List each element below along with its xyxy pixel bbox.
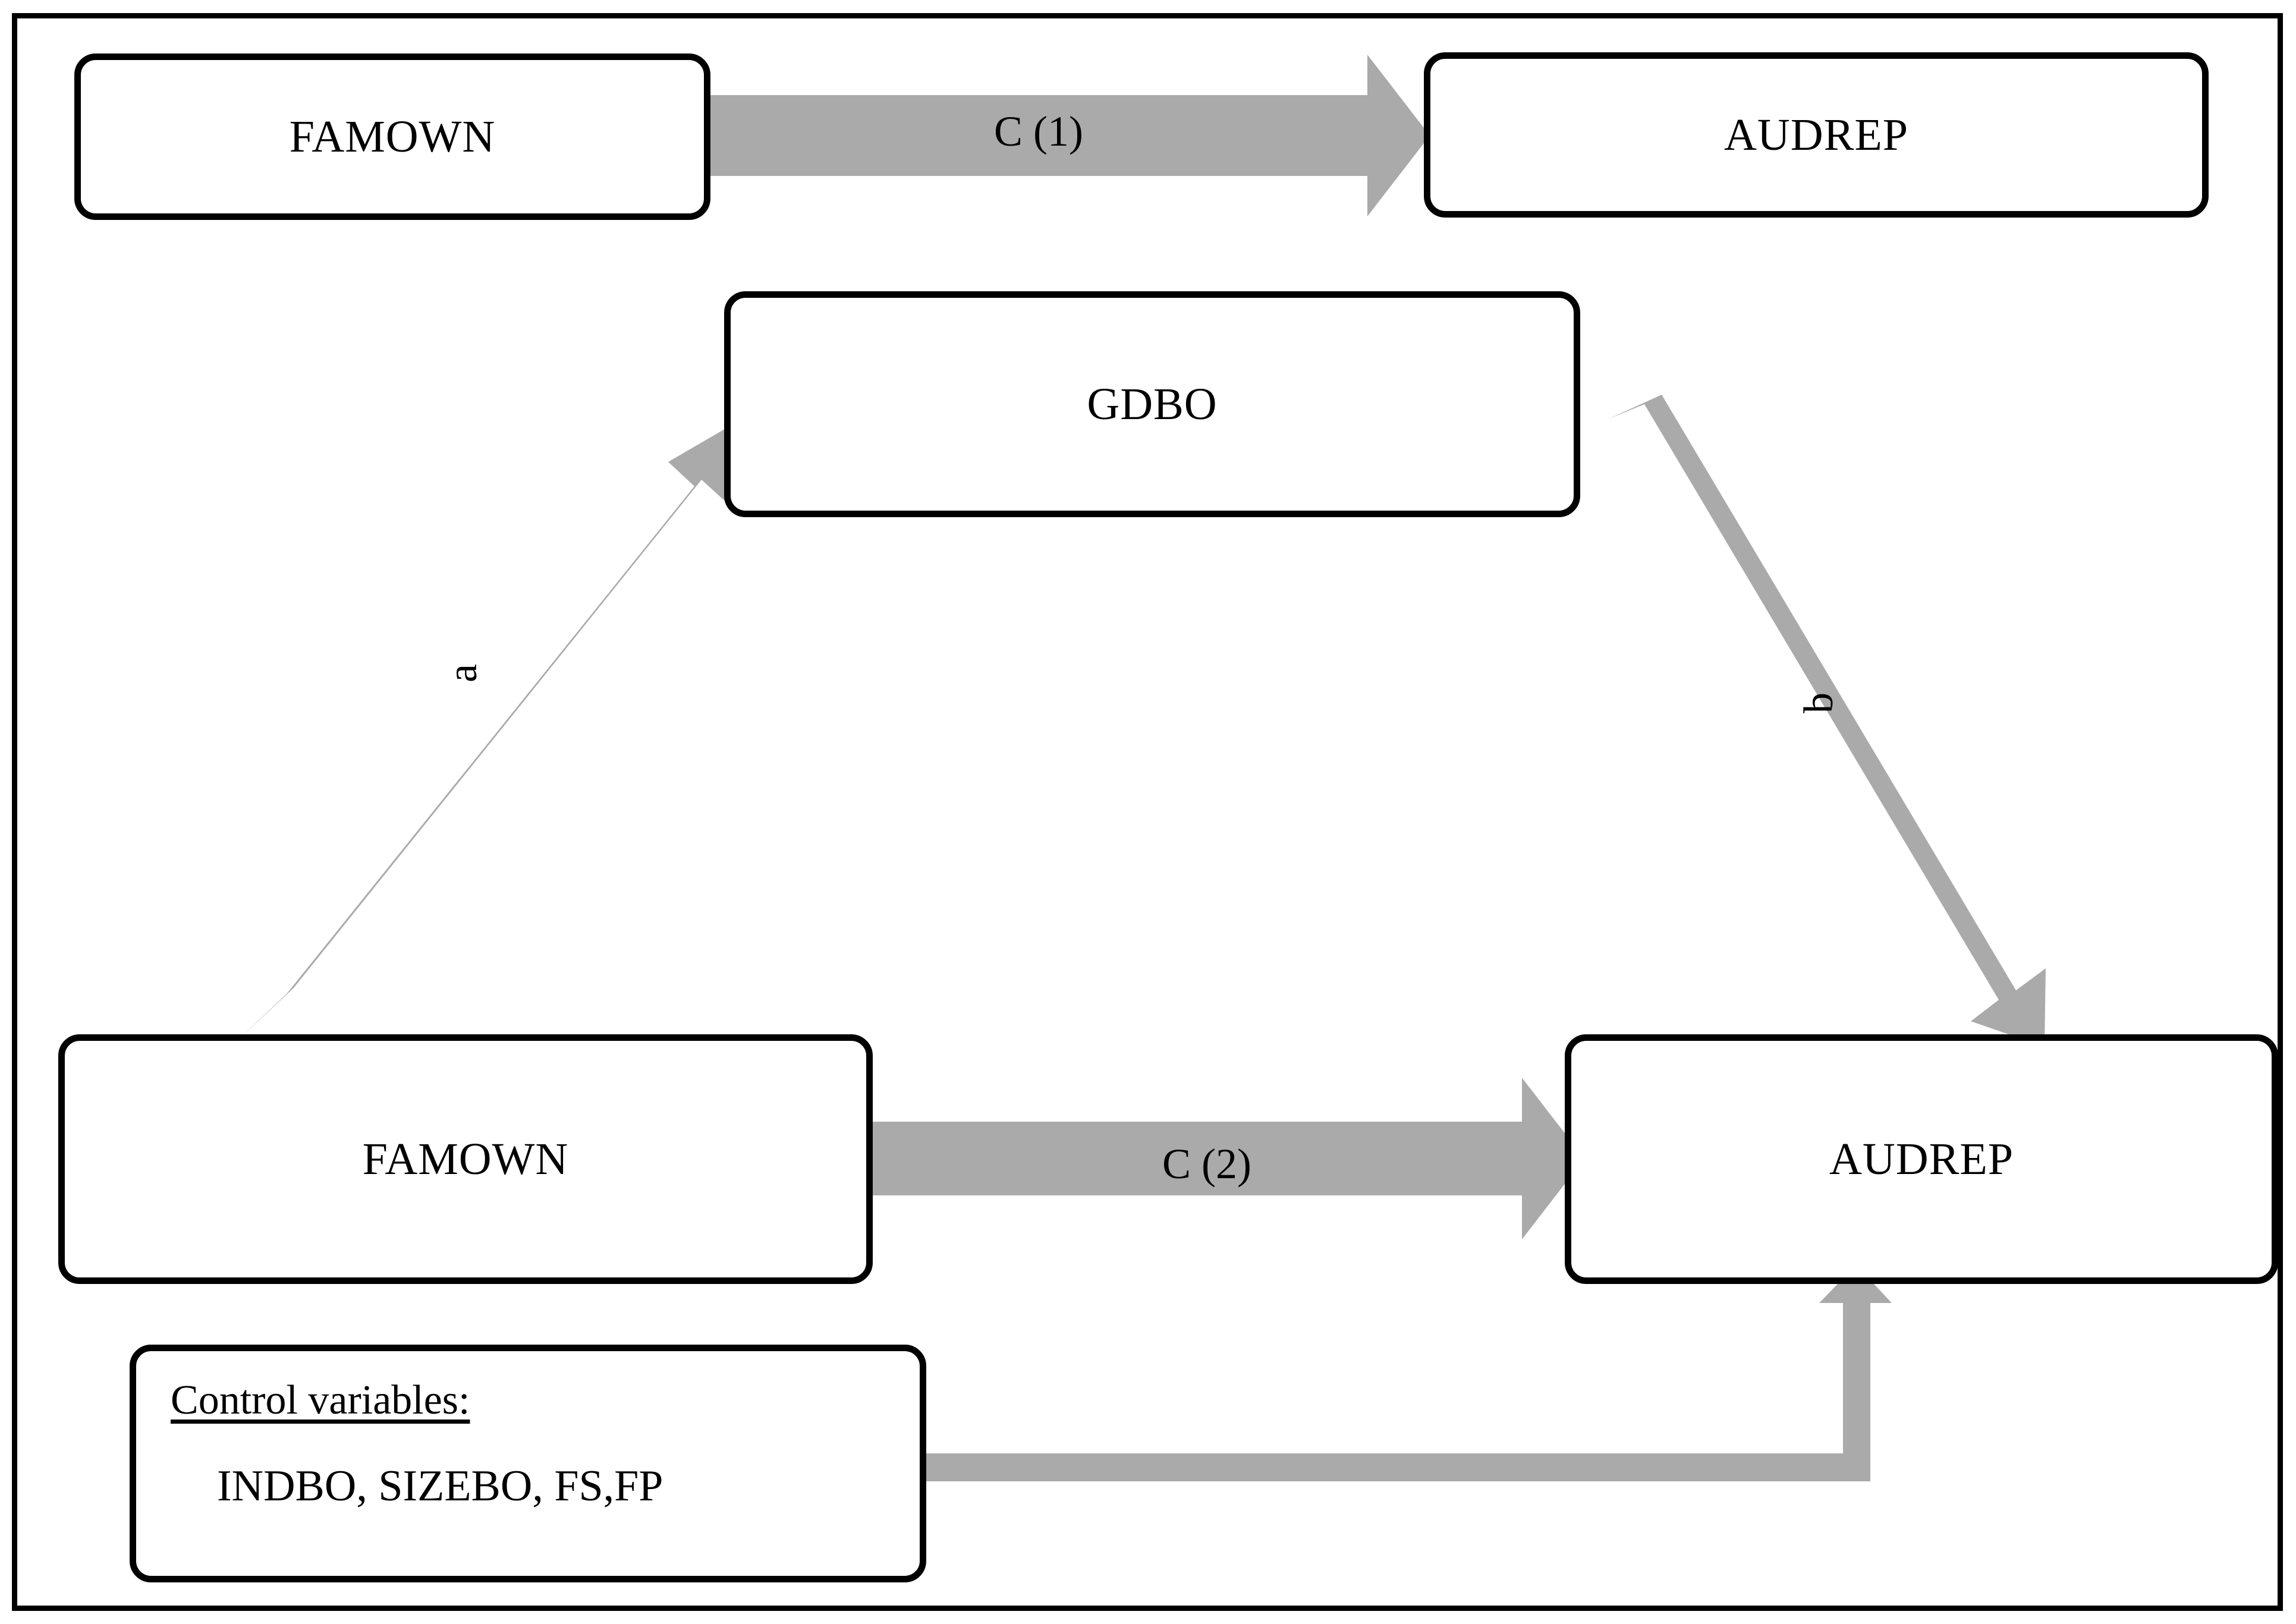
node-label: AUDREP <box>1829 1134 2014 1184</box>
node-audrep-top[interactable]: AUDREP <box>1424 52 2209 218</box>
figure-outer-border <box>12 13 2283 1611</box>
control-variables-title: Control variables: <box>171 1377 470 1423</box>
edge-label-a: a <box>440 663 486 682</box>
node-audrep-bottom[interactable]: AUDREP <box>1565 1034 2278 1284</box>
node-control-variables[interactable]: Control variables: INDBO, SIZEBO, FS,FP <box>130 1345 926 1582</box>
node-label: FAMOWN <box>289 112 496 162</box>
node-label: GDBO <box>1087 379 1218 429</box>
node-famown-bottom[interactable]: FAMOWN <box>58 1034 873 1284</box>
node-gdbo[interactable]: GDBO <box>724 291 1580 517</box>
control-variables-list: INDBO, SIZEBO, FS,FP <box>217 1462 663 1510</box>
edge-label-c2: C (2) <box>1162 1140 1251 1188</box>
node-label: FAMOWN <box>362 1134 569 1184</box>
edge-label-c1: C (1) <box>994 108 1083 155</box>
node-famown-top[interactable]: FAMOWN <box>74 53 710 220</box>
node-label: AUDREP <box>1723 110 1909 160</box>
edge-label-b: b <box>1796 693 1842 713</box>
